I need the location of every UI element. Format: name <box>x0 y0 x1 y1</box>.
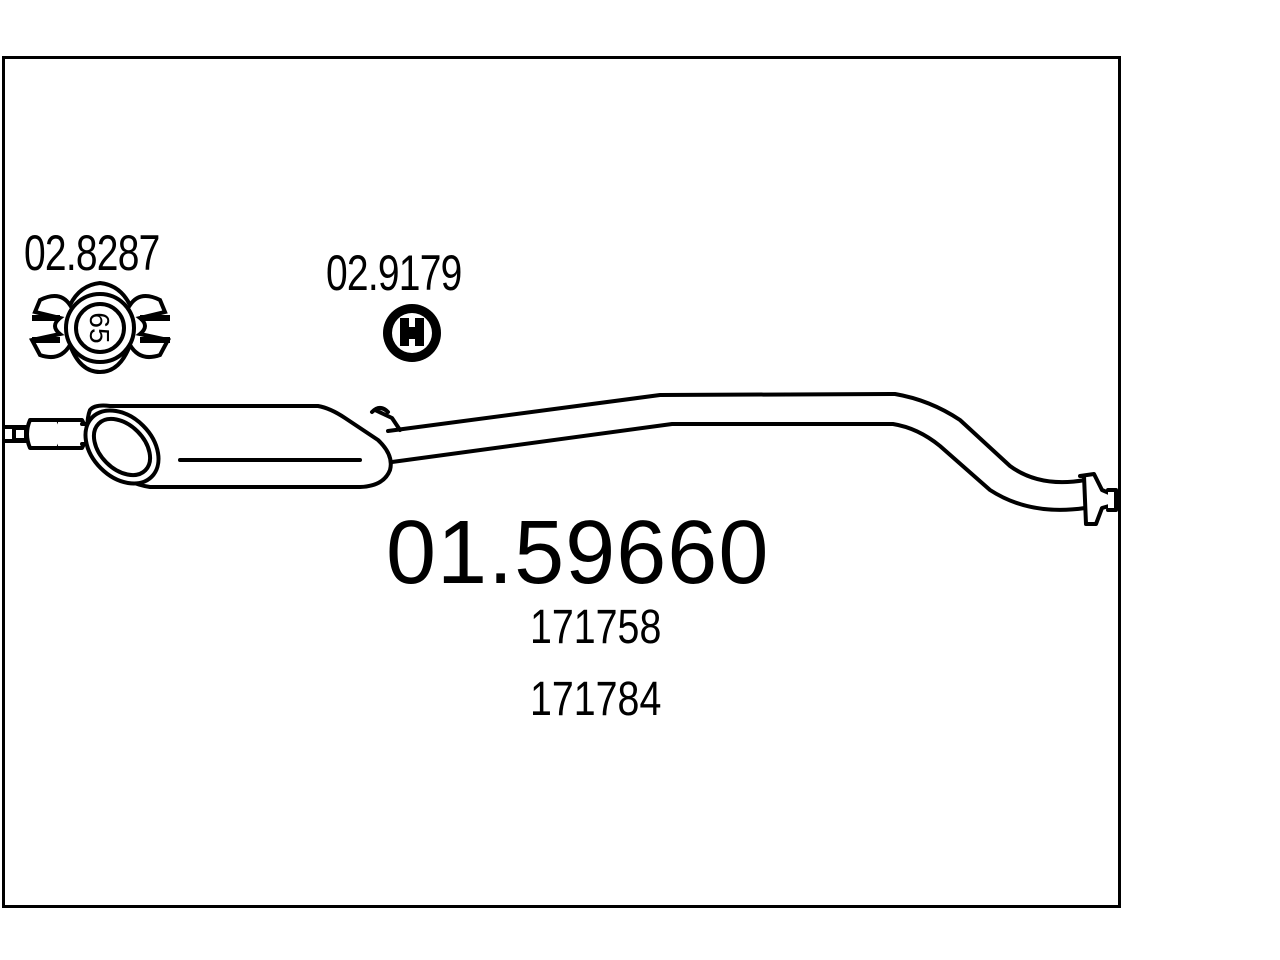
oe-number-2: 171784 <box>530 673 662 726</box>
clamp-part-number: 02.8287 <box>24 225 160 281</box>
main-part-number: 01.59660 <box>386 503 770 603</box>
clamp-icon <box>28 280 172 375</box>
rubber-hanger-icon <box>383 304 441 362</box>
oe-number-1: 171758 <box>530 601 662 654</box>
exhaust-pipe <box>3 392 1118 526</box>
hanger-part-number: 02.9179 <box>326 245 462 301</box>
clamp-size-label: 65 <box>84 312 115 343</box>
